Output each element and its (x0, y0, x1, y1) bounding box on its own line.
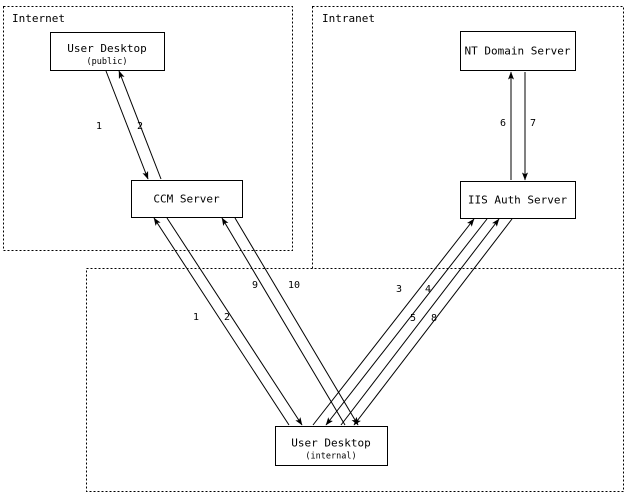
internet-label: Internet (12, 12, 65, 25)
flow-label-e2b: 2 (224, 312, 230, 323)
flow-arrow-e1 (105, 70, 149, 180)
flow-label-e3: 3 (396, 284, 402, 295)
flow-arrow-e5 (340, 218, 500, 426)
zone-boundary-internet (3, 6, 293, 251)
zone-boundaries (3, 6, 624, 492)
node-user-desktop-internal[interactable]: User Desktop (internal) (274, 425, 389, 467)
flow-label-e4: 4 (425, 284, 431, 295)
flow-arrow-e3 (312, 218, 475, 426)
flow-label-e9: 9 (252, 280, 258, 291)
flow-arrow-e4 (325, 218, 488, 426)
node-user-desktop-public[interactable]: User Desktop (public) (49, 31, 166, 72)
flow-label-e5: 5 (410, 313, 416, 324)
node-box-nt-domain-server[interactable] (459, 30, 577, 72)
flow-arrows: 1 2 1 2 9 10 3 4 5 8 6 7 (96, 70, 536, 426)
zone-boundary-lan (86, 268, 624, 492)
intranet-label: Intranet (322, 12, 375, 25)
flow-label-e1: 1 (96, 121, 102, 132)
flow-label-e10: 10 (288, 280, 300, 291)
node-subtitle-user-desktop-internal: (internal) (305, 452, 356, 462)
flow-arrow-e8 (353, 218, 513, 426)
flow-label-e8: 8 (431, 313, 437, 324)
node-title-iis-auth-server: IIS Auth Server (468, 194, 568, 207)
zone-labels: Internet Intranet (12, 12, 375, 25)
flow-arrow-e1b (153, 217, 290, 426)
flow-label-e2: 2 (137, 121, 143, 132)
node-box-iis-auth-server[interactable] (459, 180, 577, 220)
flow-label-e7: 7 (530, 118, 536, 129)
node-title-user-desktop-public: User Desktop (67, 42, 146, 55)
diagram-nodes: User Desktop (public) CCM Server NT Domain … (49, 30, 577, 467)
flow-arrow-e2b (166, 217, 303, 426)
flow-label-e6: 6 (500, 118, 506, 129)
flow-arrow-e2 (118, 70, 162, 180)
flow-label-e1b: 1 (193, 312, 199, 323)
flow-arrow-e10 (234, 217, 359, 426)
node-iis-auth-server[interactable]: IIS Auth Server (459, 180, 577, 220)
node-title-ccm-server: CCM Server (153, 193, 220, 206)
node-nt-domain-server[interactable]: NT Domain Server (459, 30, 577, 72)
node-ccm-server[interactable]: CCM Server (130, 179, 244, 219)
node-title-nt-domain-server: NT Domain Server (465, 45, 571, 58)
node-box-user-desktop-internal[interactable] (274, 425, 389, 467)
node-box-ccm-server[interactable] (130, 179, 244, 219)
node-subtitle-user-desktop-public: (public) (87, 57, 128, 67)
flow-arrow-e9 (221, 217, 346, 426)
node-title-user-desktop-internal: User Desktop (291, 437, 370, 450)
node-box-user-desktop-public[interactable] (49, 31, 166, 72)
